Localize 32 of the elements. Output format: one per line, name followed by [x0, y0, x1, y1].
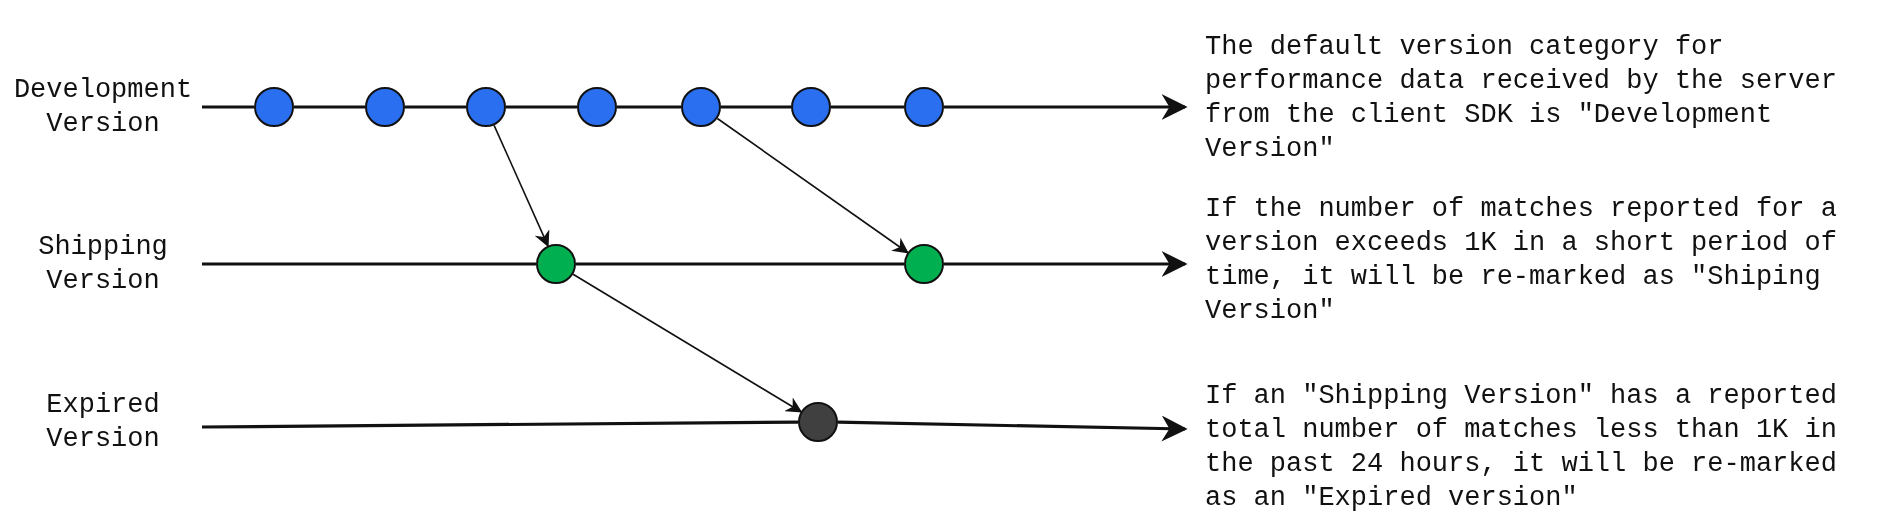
connector-line: [202, 262, 536, 266]
arrow: [944, 251, 1188, 277]
arrow: [837, 415, 1188, 442]
event-dot: [536, 244, 576, 284]
connector-line: [506, 105, 577, 109]
event-dot: [254, 87, 294, 127]
connector-line: [294, 105, 365, 109]
lane-label: Development Version: [8, 73, 198, 141]
connector-line: [202, 105, 254, 109]
lane-label: Expired Version: [8, 388, 198, 456]
event-dot: [904, 244, 944, 284]
event-dot: [577, 87, 617, 127]
arrow: [944, 94, 1188, 120]
description-text: If an "Shipping Version" has a reported total number of matches less than 1K in the past 24 hours, it will be re-marked as an "Expired version": [1205, 374, 1865, 519]
event-dot: [791, 87, 831, 127]
description-text: If the number of matches reported for a version exceeds 1K in a short period of time, it will be re-marked as "Shiping Version": [1205, 190, 1865, 330]
connector-line: [721, 105, 791, 109]
connector-line: [405, 105, 466, 109]
description-text: The default version category for performance data received by the server from the client SDK is "Development Version": [1205, 28, 1865, 168]
arrow: [716, 117, 909, 254]
event-dot: [365, 87, 405, 127]
lane-label: Shipping Version: [8, 230, 198, 298]
arrow: [493, 124, 550, 248]
event-dot: [904, 87, 944, 127]
connector-line: [576, 262, 904, 266]
connector-line: [202, 420, 798, 429]
arrow: [572, 273, 803, 413]
event-dot: [681, 87, 721, 127]
event-dot: [466, 87, 506, 127]
connector-line: [617, 105, 681, 109]
connector-line: [831, 105, 904, 109]
event-dot: [798, 402, 838, 442]
